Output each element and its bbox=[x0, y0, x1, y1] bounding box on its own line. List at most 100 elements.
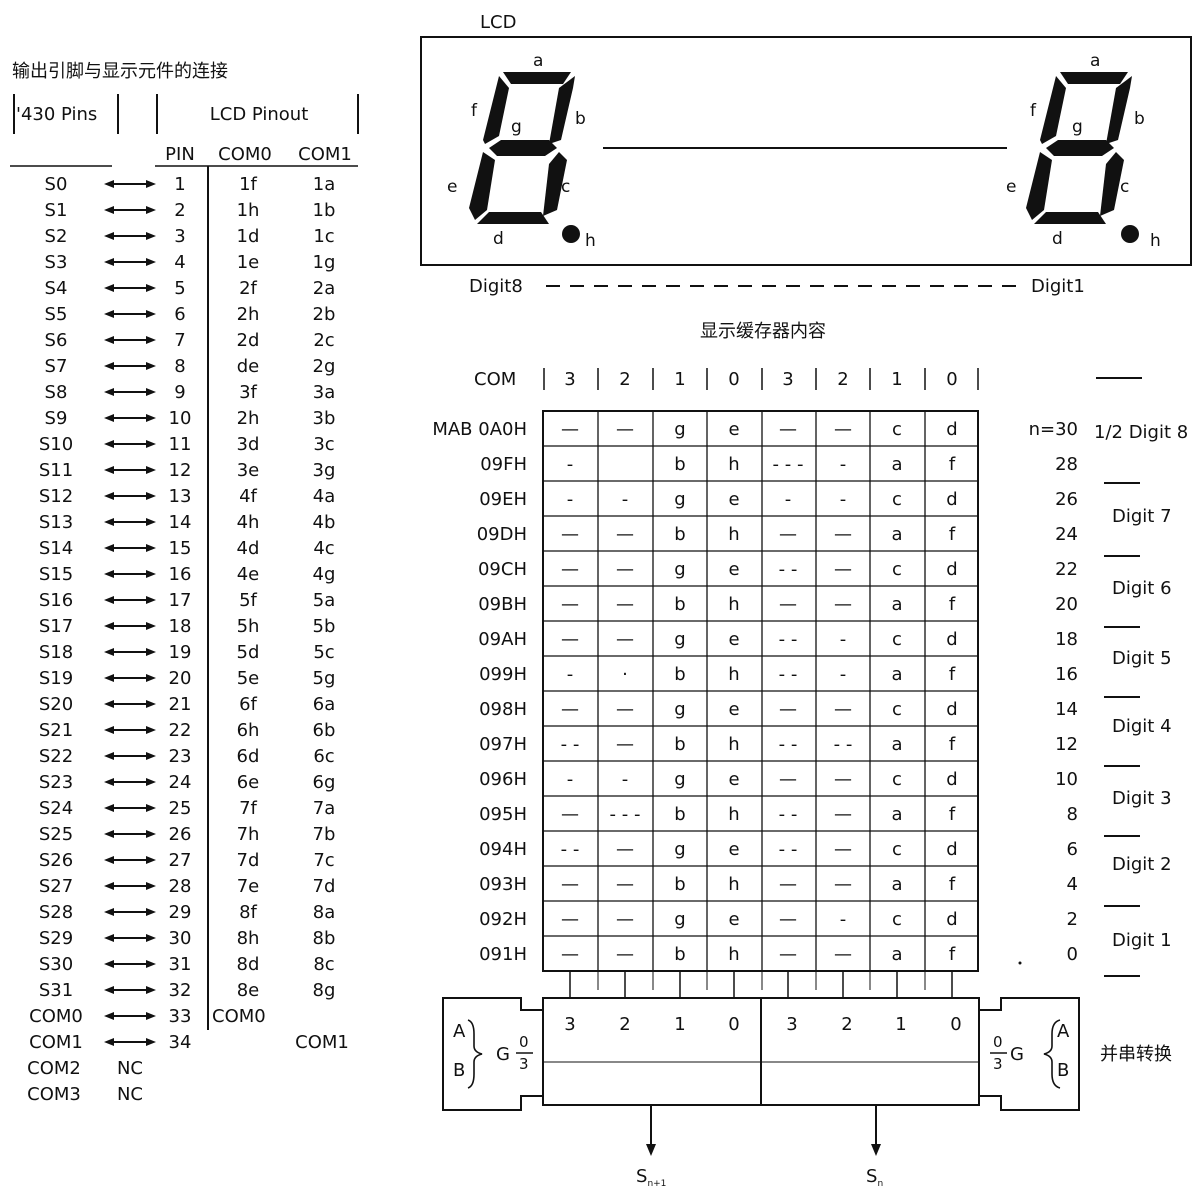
buffer-cell: f bbox=[949, 944, 956, 965]
buffer-cell: - bbox=[567, 489, 574, 510]
pin-com0-value: 7e bbox=[237, 876, 260, 897]
buffer-cell: - bbox=[840, 454, 847, 475]
buffer-cell: b bbox=[674, 594, 685, 615]
buffer-cell: c bbox=[892, 629, 902, 650]
output-right-s: S bbox=[866, 1166, 877, 1187]
buffer-cell: — bbox=[561, 629, 579, 650]
buffer-cell: — bbox=[561, 524, 579, 545]
pin-com0-value: 7d bbox=[237, 850, 260, 871]
buffer-cell: a bbox=[891, 874, 902, 895]
pin-number: 3 bbox=[174, 226, 185, 247]
pin-number: 8 bbox=[174, 356, 185, 377]
pin-com0-value: 1f bbox=[239, 174, 257, 195]
pin-segment-name: S15 bbox=[39, 564, 73, 585]
pin-segment-name: S2 bbox=[45, 226, 68, 247]
buffer-cell: - - bbox=[779, 734, 798, 755]
pin-number: 12 bbox=[169, 460, 192, 481]
segment-label-h: h bbox=[1150, 231, 1161, 251]
double-arrow-icon bbox=[104, 570, 156, 578]
buffer-cell: — bbox=[561, 944, 579, 965]
double-arrow-icon bbox=[104, 908, 156, 916]
pin-com1-value: 5a bbox=[313, 590, 335, 611]
buffer-cell: — bbox=[834, 559, 852, 580]
buffer-cell: - bbox=[622, 769, 629, 790]
segment-label-g: g bbox=[1072, 117, 1083, 137]
buffer-cell: - - - bbox=[773, 454, 804, 475]
pin-com0-value: de bbox=[237, 356, 260, 377]
buffer-table-grid bbox=[543, 411, 978, 971]
pin-segment-name: S23 bbox=[39, 772, 73, 793]
pin-com1-value: 3c bbox=[313, 434, 334, 455]
pin-com1-value: 3a bbox=[313, 382, 335, 403]
n-index-label: 8 bbox=[1067, 804, 1078, 825]
double-arrow-icon bbox=[104, 310, 156, 318]
pin-number: 31 bbox=[169, 954, 192, 975]
buffer-cell: b bbox=[674, 454, 685, 475]
buffer-cell: — bbox=[616, 629, 634, 650]
pin-com0-value: 7h bbox=[237, 824, 260, 845]
buffer-cell: f bbox=[949, 874, 956, 895]
buffer-cell: a bbox=[891, 734, 902, 755]
buffer-cell: — bbox=[834, 699, 852, 720]
pin-number: 25 bbox=[169, 798, 192, 819]
buffer-cell: — bbox=[834, 524, 852, 545]
pin-com0-value: 5d bbox=[237, 642, 260, 663]
pin-com0-value: 6f bbox=[239, 694, 257, 715]
buffer-cell: - bbox=[622, 489, 629, 510]
buffer-cell: - bbox=[840, 664, 847, 685]
buffer-cell: d bbox=[946, 909, 957, 930]
buffer-cell: - - bbox=[561, 734, 580, 755]
output-arrow-right bbox=[871, 1144, 881, 1156]
buffer-cell: — bbox=[779, 419, 797, 440]
buffer-cell: c bbox=[892, 419, 902, 440]
buffer-cell: — bbox=[834, 839, 852, 860]
mux-left-den: 3 bbox=[519, 1055, 529, 1073]
n-index-label: 16 bbox=[1055, 664, 1078, 685]
pin-segment-name: S10 bbox=[39, 434, 73, 455]
mux-right-input-a: A bbox=[1057, 1021, 1070, 1042]
double-arrow-icon bbox=[104, 284, 156, 292]
buffer-cell: a bbox=[891, 524, 902, 545]
buffer-cell: b bbox=[674, 734, 685, 755]
n-index-label: 14 bbox=[1055, 699, 1078, 720]
pin-com1-value: 6g bbox=[313, 772, 336, 793]
segment-b bbox=[1106, 76, 1132, 144]
buffer-cell: — bbox=[561, 699, 579, 720]
pin-number: 15 bbox=[169, 538, 192, 559]
segment-label-g: g bbox=[511, 117, 522, 137]
pin-segment-name: COM1 bbox=[29, 1032, 83, 1053]
pin-com0-value: 5e bbox=[237, 668, 260, 689]
n-index-label: 6 bbox=[1067, 839, 1078, 860]
pin-com0-value: 5f bbox=[239, 590, 257, 611]
n-index-label: 10 bbox=[1055, 769, 1078, 790]
buffer-cell: b bbox=[674, 804, 685, 825]
n-index-label: 2 bbox=[1067, 909, 1078, 930]
buffer-cell: - bbox=[567, 454, 574, 475]
pin-number: 4 bbox=[174, 252, 185, 273]
n-index-label: 12 bbox=[1055, 734, 1078, 755]
pin-number: 26 bbox=[169, 824, 192, 845]
output-left-label: Sn+1 bbox=[636, 1166, 666, 1187]
double-arrow-icon bbox=[104, 466, 156, 474]
segment-label-b: b bbox=[1134, 109, 1145, 129]
pin-number: 9 bbox=[174, 382, 185, 403]
converter-bit-label: 1 bbox=[674, 1014, 685, 1035]
mux-right-g: G bbox=[1010, 1044, 1024, 1065]
buffer-cell: f bbox=[949, 454, 956, 475]
buffer-cell: — bbox=[616, 874, 634, 895]
pin-segment-name: COM3 bbox=[27, 1084, 81, 1105]
double-arrow-icon bbox=[104, 856, 156, 864]
double-arrow-icon bbox=[104, 778, 156, 786]
buffer-cell: e bbox=[728, 489, 739, 510]
